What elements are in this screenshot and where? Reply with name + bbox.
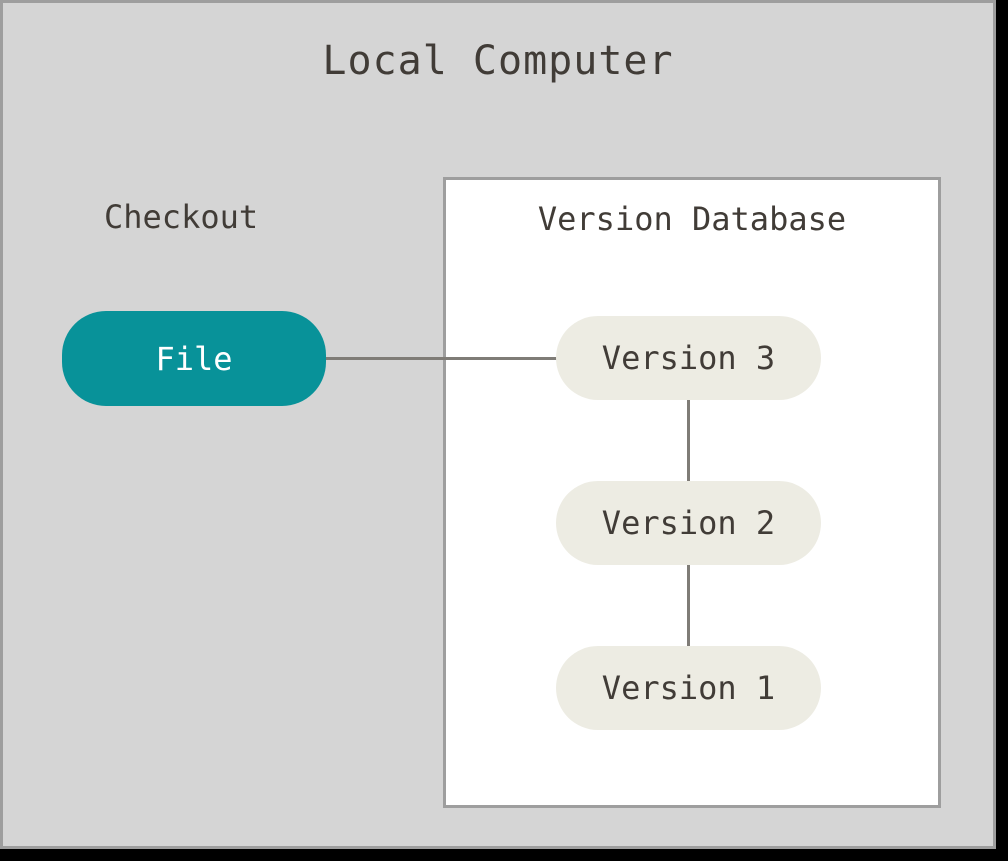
connector-version3-to-version2 xyxy=(687,396,690,492)
connector-file-to-version3 xyxy=(300,357,590,360)
version-node-3[interactable]: Version 3 xyxy=(556,316,821,400)
page-title: Local Computer xyxy=(322,38,674,84)
connector-version2-to-version1 xyxy=(687,560,690,656)
version-node-1[interactable]: Version 1 xyxy=(556,646,821,730)
file-node[interactable]: File xyxy=(62,311,326,406)
version-node-2[interactable]: Version 2 xyxy=(556,481,821,565)
version-database-title: Version Database xyxy=(537,200,847,238)
checkout-label: Checkout xyxy=(104,198,259,236)
